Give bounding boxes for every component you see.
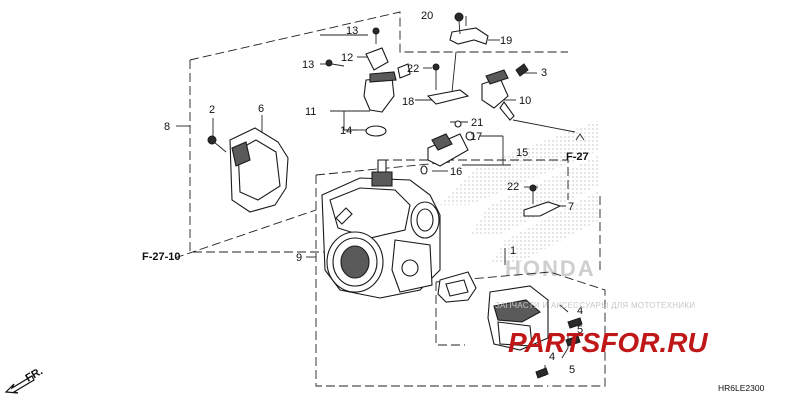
callout-9: 9 (296, 252, 302, 264)
injector-10 (481, 63, 529, 121)
sensor-unit-1 (437, 271, 583, 379)
callout-14: 14 (340, 125, 352, 137)
bracket-19 (449, 12, 489, 45)
callout-21: 21 (471, 117, 483, 129)
callout-5-upper: 5 (577, 324, 583, 336)
sensor-assembly (325, 27, 411, 137)
throttle-body (321, 159, 441, 299)
callout-8: 8 (164, 121, 170, 133)
callout-16: 16 (450, 166, 462, 178)
stay-18 (426, 51, 470, 105)
callout-22-upper: 22 (407, 63, 419, 75)
callout-numbers: 1 2 3 4 4 5 5 6 7 8 9 10 11 12 13 13 14 … (164, 10, 583, 376)
callout-12: 12 (341, 52, 353, 64)
callout-1: 1 (510, 245, 516, 257)
reference-f27-10: F-27-10 (142, 251, 181, 263)
front-label: FR. (24, 365, 45, 384)
callout-13-upper: 13 (346, 25, 358, 37)
callout-15: 15 (516, 147, 528, 159)
callout-10: 10 (519, 95, 531, 107)
callout-20: 20 (421, 10, 433, 22)
diagram-code: HR6LE2300 (718, 383, 765, 393)
callout-5-lower: 5 (569, 364, 575, 376)
shop-watermark-text: ЗАПЧАСТИ И АКСЕССУАРЫ ДЛЯ МОТОТЕХНИКИ (495, 301, 695, 310)
throttle-cover (229, 127, 289, 213)
callout-6: 6 (258, 103, 264, 115)
callout-7: 7 (568, 201, 574, 213)
bolt-2 (207, 135, 227, 153)
plate-7 (523, 184, 562, 217)
shop-watermark-logo: PARTSFOR.RU (508, 327, 708, 358)
callout-13-lower: 13 (302, 59, 314, 71)
injector-15 (420, 120, 475, 175)
callout-11: 11 (305, 106, 316, 118)
callout-19: 19 (500, 35, 512, 47)
callout-4-upper: 4 (577, 305, 583, 317)
honda-brand-watermark: HONDA (505, 256, 596, 281)
callout-22-lower: 22 (507, 181, 519, 193)
callout-18: 18 (402, 96, 414, 108)
reference-f27: F-27 (566, 151, 589, 163)
front-arrow-icon (4, 375, 35, 394)
callout-3: 3 (541, 67, 547, 79)
ref-arrow (575, 133, 585, 141)
honda-wing-watermark: HONDA (440, 120, 600, 281)
callout-2: 2 (209, 104, 215, 116)
callout-17: 17 (470, 131, 482, 143)
callout-4-lower: 4 (549, 351, 555, 363)
